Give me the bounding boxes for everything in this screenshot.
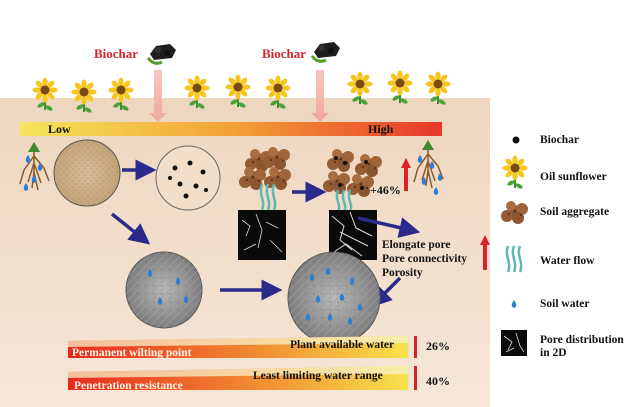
- arrow-pore-effects-to-sem: [370, 276, 402, 308]
- soil-sample-with-biochar: [155, 145, 221, 211]
- plant-available-water-label: Plant available water: [290, 339, 395, 351]
- bottom-bars: [68, 336, 417, 390]
- soil-aggregate-icon: [501, 201, 528, 224]
- legend-biochar-label: Biochar: [540, 134, 579, 146]
- increase-bar-46: [404, 165, 408, 191]
- biochar-pile-icon: [310, 42, 340, 63]
- legend-icons: [501, 136, 529, 356]
- legend-aggregate-label: Soil aggregate: [540, 206, 610, 218]
- permanent-wilting-point-label: Permanent wilting point: [72, 347, 192, 359]
- gradient-high-label: High: [368, 122, 394, 136]
- biochar-dot-icon: [512, 136, 520, 144]
- increase-arrow-icon: [480, 235, 490, 245]
- pore-effect-connectivity: Pore connectivity: [382, 253, 468, 265]
- biochar-application-left: [146, 44, 176, 122]
- percent-marker-40: [414, 366, 417, 390]
- pore-map-low: [238, 210, 286, 260]
- biochar-pile-icon: [146, 44, 176, 65]
- percent-marker-26: [414, 336, 417, 358]
- penetration-resistance-label: Penetration resistance: [74, 380, 183, 392]
- pore-map-icon: [501, 330, 527, 356]
- legend-soil-water-label: Soil water: [540, 298, 590, 310]
- increase-46-label: +46%: [370, 183, 401, 197]
- increase-arrow-icon: [401, 158, 411, 168]
- arrow-to-pore-effects: [357, 216, 421, 238]
- biochar-rate-gradient-bar: [20, 122, 442, 136]
- arrow-down-left: [110, 212, 151, 245]
- aggregate-cluster-low: [239, 147, 291, 211]
- least-limiting-water-range-label: Least limiting water range: [253, 370, 383, 382]
- increase-bar-pores: [483, 242, 487, 270]
- sem-image-with-biochar: [287, 251, 381, 345]
- water-drop-icon: [511, 300, 517, 308]
- legend-water-flow-label: Water flow: [540, 255, 595, 267]
- sunflower-icon: [501, 154, 529, 191]
- legend-pore-distribution-label: Pore distribution in 2D: [540, 334, 624, 360]
- plant-available-water-percent: 26%: [426, 339, 450, 353]
- pore-effect-porosity: Porosity: [382, 267, 423, 279]
- process-arrows: [110, 159, 421, 308]
- biochar-application-right: [310, 42, 340, 122]
- soil-sample-untreated: [53, 139, 121, 207]
- water-flow-icon: [505, 245, 523, 273]
- biochar-label-left: Biochar: [94, 46, 139, 61]
- sem-image-untreated: [125, 251, 203, 329]
- gradient-low-label: Low: [48, 122, 71, 136]
- legend-sunflower-label: Oil sunflower: [540, 171, 607, 183]
- pore-effect-elongate: Elongate pore: [382, 239, 451, 251]
- biochar-label-right: Biochar: [262, 46, 307, 61]
- least-limiting-water-range-percent: 40%: [426, 374, 450, 388]
